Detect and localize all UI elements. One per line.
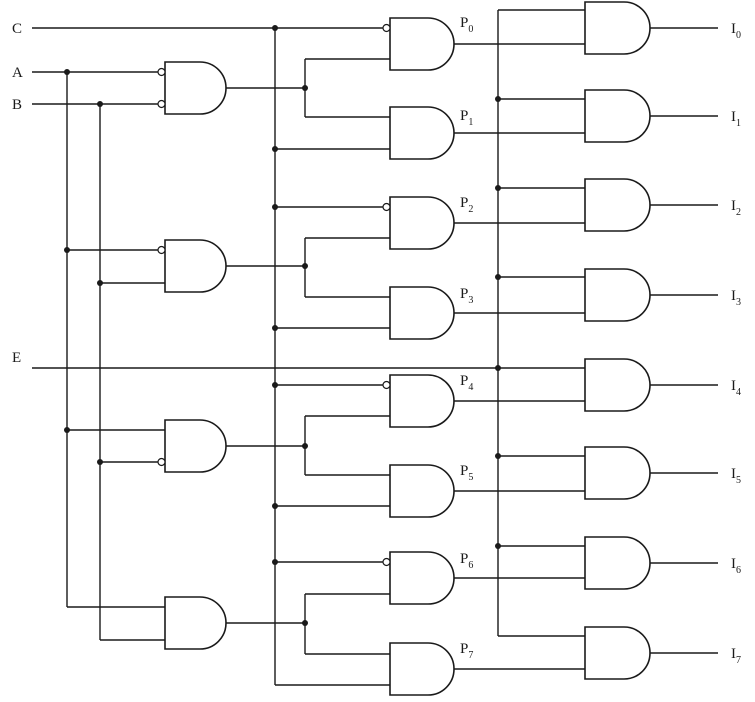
and-gate-i2	[584, 178, 651, 232]
input-wires	[32, 9, 585, 685]
and-gate-p5	[389, 464, 455, 518]
inverter-bubble	[382, 557, 391, 567]
input-label-e: E	[12, 350, 21, 366]
and-gate-ab-3	[164, 596, 227, 650]
output-labels: I0 I1 I2 I3 I4 I5 I6 I7	[731, 21, 741, 666]
input-label-a: A	[12, 65, 23, 81]
junction-dot	[302, 443, 308, 449]
junction-dot	[64, 247, 70, 253]
junction-dot	[272, 503, 278, 509]
product-label-p6: P6	[460, 551, 473, 571]
and-gate-p3	[389, 286, 455, 340]
output-label-i7: I7	[731, 646, 741, 666]
junction-dot	[302, 263, 308, 269]
output-label-i5: I5	[731, 466, 741, 486]
second-level-wiring	[275, 58, 390, 686]
and-gate-p6	[389, 551, 455, 605]
and-gate-p1	[389, 106, 455, 160]
junction-dot	[64, 427, 70, 433]
junction-dot	[97, 280, 103, 286]
junction-dot	[64, 69, 70, 75]
junction-dot	[272, 146, 278, 152]
junction-dot	[272, 25, 278, 31]
product-output-wires	[454, 43, 585, 670]
junction-dot	[495, 96, 501, 102]
junction-dot	[97, 101, 103, 107]
and-gate-ab-0	[164, 61, 227, 115]
and-gate-p7	[389, 642, 455, 696]
junction-dot	[495, 365, 501, 371]
output-label-i0: I0	[731, 21, 741, 41]
and-gate-i0	[584, 1, 651, 55]
and-gate-i7	[584, 626, 651, 680]
product-label-p5: P5	[460, 463, 473, 483]
junction-dot	[272, 325, 278, 331]
second-level-gates	[382, 17, 455, 696]
junction-dot	[495, 185, 501, 191]
junction-dot	[97, 459, 103, 465]
product-label-p7: P7	[460, 641, 473, 661]
third-level-gates	[584, 1, 651, 680]
inverter-bubble	[157, 245, 166, 255]
junction-dot	[495, 453, 501, 459]
inverter-bubble	[157, 99, 166, 109]
and-gate-p4	[389, 374, 455, 428]
output-label-i2: I2	[731, 198, 741, 218]
and-gate-p2	[389, 196, 455, 250]
and-gate-i5	[584, 446, 651, 500]
junction-dot	[302, 620, 308, 626]
enable-wires	[498, 98, 585, 637]
junction-dot	[302, 85, 308, 91]
inverter-bubble	[382, 380, 391, 390]
junction-dot	[272, 559, 278, 565]
and-gate-p0	[389, 17, 455, 71]
inverter-bubble	[382, 23, 391, 33]
output-label-i1: I1	[731, 109, 741, 129]
junction-dot	[495, 274, 501, 280]
input-label-b: B	[12, 97, 22, 113]
product-label-p0: P0	[460, 15, 473, 35]
junction-dot	[272, 204, 278, 210]
output-label-i6: I6	[731, 556, 741, 576]
output-label-i4: I4	[731, 378, 741, 398]
junction-dots	[64, 25, 501, 626]
product-label-p2: P2	[460, 195, 473, 215]
input-label-c: C	[12, 21, 22, 37]
and-gate-ab-1	[164, 239, 227, 293]
output-label-i3: I3	[731, 288, 741, 308]
product-label-p1: P1	[460, 108, 473, 128]
and-gate-i4	[584, 358, 651, 412]
output-wires	[650, 27, 718, 654]
and-gate-i6	[584, 536, 651, 590]
and-gate-i1	[584, 89, 651, 143]
first-level-gates	[67, 61, 305, 650]
product-label-p4: P4	[460, 373, 473, 393]
junction-dot	[272, 382, 278, 388]
and-gate-ab-2	[164, 419, 227, 473]
inverter-bubble	[157, 67, 166, 77]
inverter-bubble	[157, 457, 166, 467]
and-gate-i3	[584, 268, 651, 322]
junction-dot	[495, 543, 501, 549]
product-label-p3: P3	[460, 286, 473, 306]
inverter-bubble	[382, 202, 391, 212]
product-labels: P0 P1 P2 P3 P4 P5 P6 P7	[460, 15, 473, 661]
